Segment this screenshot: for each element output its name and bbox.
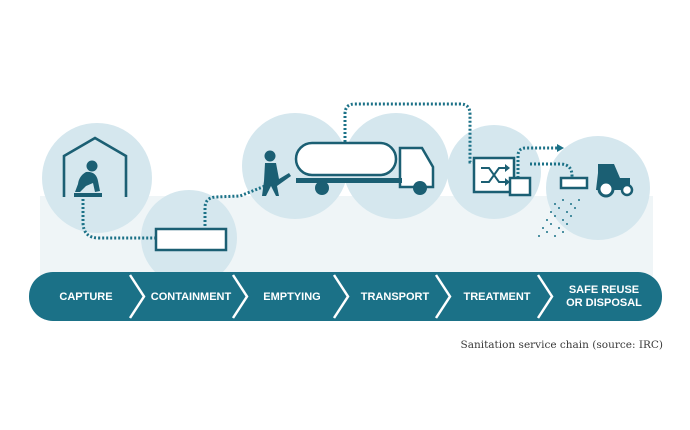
containment-tank-icon (154, 227, 228, 252)
stage-label-transport: TRANSPORT (361, 291, 430, 303)
stage-label-emptying: EMPTYING (263, 291, 320, 303)
stage-chevrons (128, 274, 554, 319)
worker-hose-icon (262, 150, 291, 196)
tanker-truck-icon (294, 141, 435, 195)
figure-caption: Sanitation service chain (source: IRC) (460, 339, 664, 351)
stages-bar (29, 272, 662, 321)
treatment-plant-icon (472, 156, 532, 197)
flow-arrowhead-icon (557, 144, 564, 152)
stage-labels: CAPTURE CONTAINMENT EMPTYING TRANSPORT T… (59, 284, 642, 309)
stage-label-treatment: TREATMENT (463, 291, 530, 303)
stage-label-containment: CONTAINMENT (151, 291, 232, 303)
tractor-trailer-icon (538, 164, 634, 237)
stage-label-or-disposal: OR DISPOSAL (566, 297, 642, 309)
stage-label-capture: CAPTURE (59, 291, 112, 303)
house-person-icon (62, 136, 128, 197)
stage-label-safe-reuse: SAFE REUSE (569, 284, 639, 296)
